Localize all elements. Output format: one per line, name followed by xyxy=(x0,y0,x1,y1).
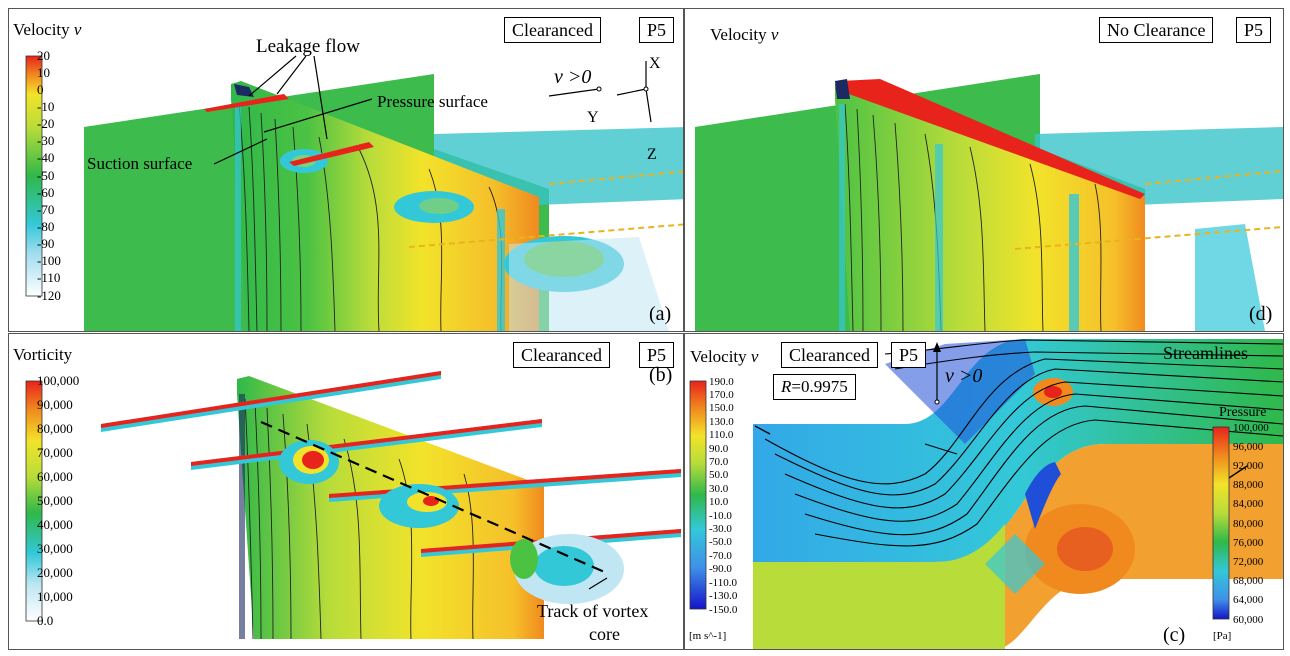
panel-c-letter: (c) xyxy=(1163,624,1186,646)
colorbar-tick-label: 60,000 xyxy=(1233,613,1264,626)
colorbar-tick-label: -70 xyxy=(37,201,55,217)
colorbar-tick-label: 190.0 xyxy=(709,375,734,388)
track-vortex-core-label-line1: Track of vortex xyxy=(537,601,649,621)
colorbar-tick-label: -110 xyxy=(37,270,61,286)
colorbar-tick-label: -120 xyxy=(37,287,61,303)
r-value-label: R=0.9975 xyxy=(773,374,856,400)
panel-a-letter: (a) xyxy=(649,303,672,325)
colorbar-tick-label: -110.0 xyxy=(709,576,738,589)
axis-z-label: Z xyxy=(647,146,657,163)
panel-c: Velocity v Clearanced P5 R=0.9975 v >0 S… xyxy=(684,333,1284,650)
panel-c-mode-label: Clearanced xyxy=(781,342,878,368)
colorbar-tick-label: 100,000 xyxy=(37,372,80,388)
panel-a-position-label: P5 xyxy=(639,17,675,43)
velocity-unit: [m s^-1] xyxy=(689,630,727,642)
panel-b-title: Vorticity xyxy=(13,345,73,364)
colorbar-tick-label: 0 xyxy=(37,81,44,97)
panel-a-render xyxy=(25,55,683,331)
panel-a-mode-label: Clearanced xyxy=(504,17,601,43)
colorbar-tick-label: 10.0 xyxy=(709,496,729,509)
colorbar-tick-label: 10 xyxy=(37,64,50,80)
colorbar-tick-label: -60 xyxy=(37,184,55,200)
panel-a-title: Velocity v xyxy=(13,20,82,39)
panel-b: Vorticity 100,000 90,000 80,000 70,000 60,00… xyxy=(8,333,684,650)
colorbar-tick-label: 20,000 xyxy=(37,564,73,580)
colorbar-tick-label: 30.0 xyxy=(709,482,729,495)
colorbar-tick-label: 30,000 xyxy=(37,540,73,556)
colorbar-tick-label: 20 xyxy=(37,47,50,63)
colorbar-tick-label: -40 xyxy=(37,150,55,166)
panel-b-mode-label: Clearanced xyxy=(513,342,610,368)
colorbar-tick-label: 90.0 xyxy=(709,442,729,455)
colorbar-tick-label: 50,000 xyxy=(37,492,73,508)
colorbar-tick-label: 40,000 xyxy=(37,516,73,532)
panel-c-render xyxy=(689,339,1283,649)
colorbar-tick-label: 90,000 xyxy=(37,396,73,412)
colorbar-tick-label: 100,000 xyxy=(1233,421,1269,434)
colorbar-tick-label: 92,000 xyxy=(1233,459,1264,472)
streamlines-label: Streamlines xyxy=(1163,343,1248,363)
pressure-label: Pressure xyxy=(1219,405,1267,420)
suction-surface-label: Suction surface xyxy=(87,154,193,173)
panel-d-position-label: P5 xyxy=(1236,17,1272,43)
colorbar-tick-label: 0.0 xyxy=(37,612,54,628)
colorbar-tick-label: 70.0 xyxy=(709,455,729,468)
colorbar-tick-label: 70,000 xyxy=(37,444,73,460)
colorbar-tick-label: 10,000 xyxy=(37,588,73,604)
panel-d-render xyxy=(695,74,1283,331)
panel-d-mode-label: No Clearance xyxy=(1099,17,1214,43)
colorbar-tick-label: 76,000 xyxy=(1233,536,1264,549)
panel-c-title: Velocity v xyxy=(690,347,759,366)
colorbar-tick-label: 64,000 xyxy=(1233,594,1264,607)
colorbar-tick-label: -100 xyxy=(37,253,61,269)
panel-b-letter: (b) xyxy=(649,364,673,386)
panel-c-position-label: P5 xyxy=(891,342,927,368)
colorbar-tick-label: 60,000 xyxy=(37,468,73,484)
colorbar-tick-label: -30 xyxy=(37,133,55,149)
panel-d-title: Velocity v xyxy=(710,25,779,44)
colorbar-tick-label: 88,000 xyxy=(1233,479,1264,492)
panel-d: Velocity v No Clearance P5 (d) xyxy=(684,8,1284,332)
colorbar-tick-label: 80,000 xyxy=(1233,517,1264,530)
colorbar-tick-label: -80 xyxy=(37,218,55,234)
colorbar-tick-label: -10 xyxy=(37,98,55,114)
colorbar-tick-label: 96,000 xyxy=(1233,440,1264,453)
panel-b-render xyxy=(25,371,681,640)
panel-c-v-direction: v >0 xyxy=(945,365,983,387)
v-direction-label: v >0 xyxy=(554,66,592,88)
panel-b-position-label: P5 xyxy=(639,342,675,368)
colorbar-tick-label: 80,000 xyxy=(37,420,73,436)
colorbar-tick-label: 50.0 xyxy=(709,469,729,482)
colorbar-tick-label: 150.0 xyxy=(709,402,734,415)
axis-y-label: Y xyxy=(587,109,599,126)
colorbar-tick-label: 170.0 xyxy=(709,388,734,401)
pressure-unit: [Pa] xyxy=(1213,630,1232,642)
axis-x-label: X xyxy=(649,55,661,72)
colorbar-tick-label: -50 xyxy=(37,167,55,183)
pressure-surface-label: Pressure surface xyxy=(377,92,488,111)
colorbar-tick-label: -90 xyxy=(37,236,55,252)
colorbar-tick-label: -10.0 xyxy=(709,509,732,522)
colorbar-tick-label: 68,000 xyxy=(1233,575,1264,588)
leakage-flow-label: Leakage flow xyxy=(256,36,360,57)
colorbar-tick-label: -50.0 xyxy=(709,536,732,549)
colorbar-tick-label: 130.0 xyxy=(709,415,734,428)
colorbar-tick-label: -20 xyxy=(37,116,55,132)
colorbar-tick-label: -90.0 xyxy=(709,563,732,576)
colorbar-tick-label: 72,000 xyxy=(1233,555,1264,568)
colorbar-tick-label: 110.0 xyxy=(709,429,734,442)
colorbar-tick-label: -150.0 xyxy=(709,603,738,616)
colorbar-tick-label: -130.0 xyxy=(709,590,738,603)
track-vortex-core-label-line2: core xyxy=(589,624,620,644)
colorbar-tick-label: -70.0 xyxy=(709,549,732,562)
colorbar-tick-label: -30.0 xyxy=(709,523,732,536)
panel-d-letter: (d) xyxy=(1249,303,1273,325)
colorbar-tick-label: 84,000 xyxy=(1233,498,1264,511)
